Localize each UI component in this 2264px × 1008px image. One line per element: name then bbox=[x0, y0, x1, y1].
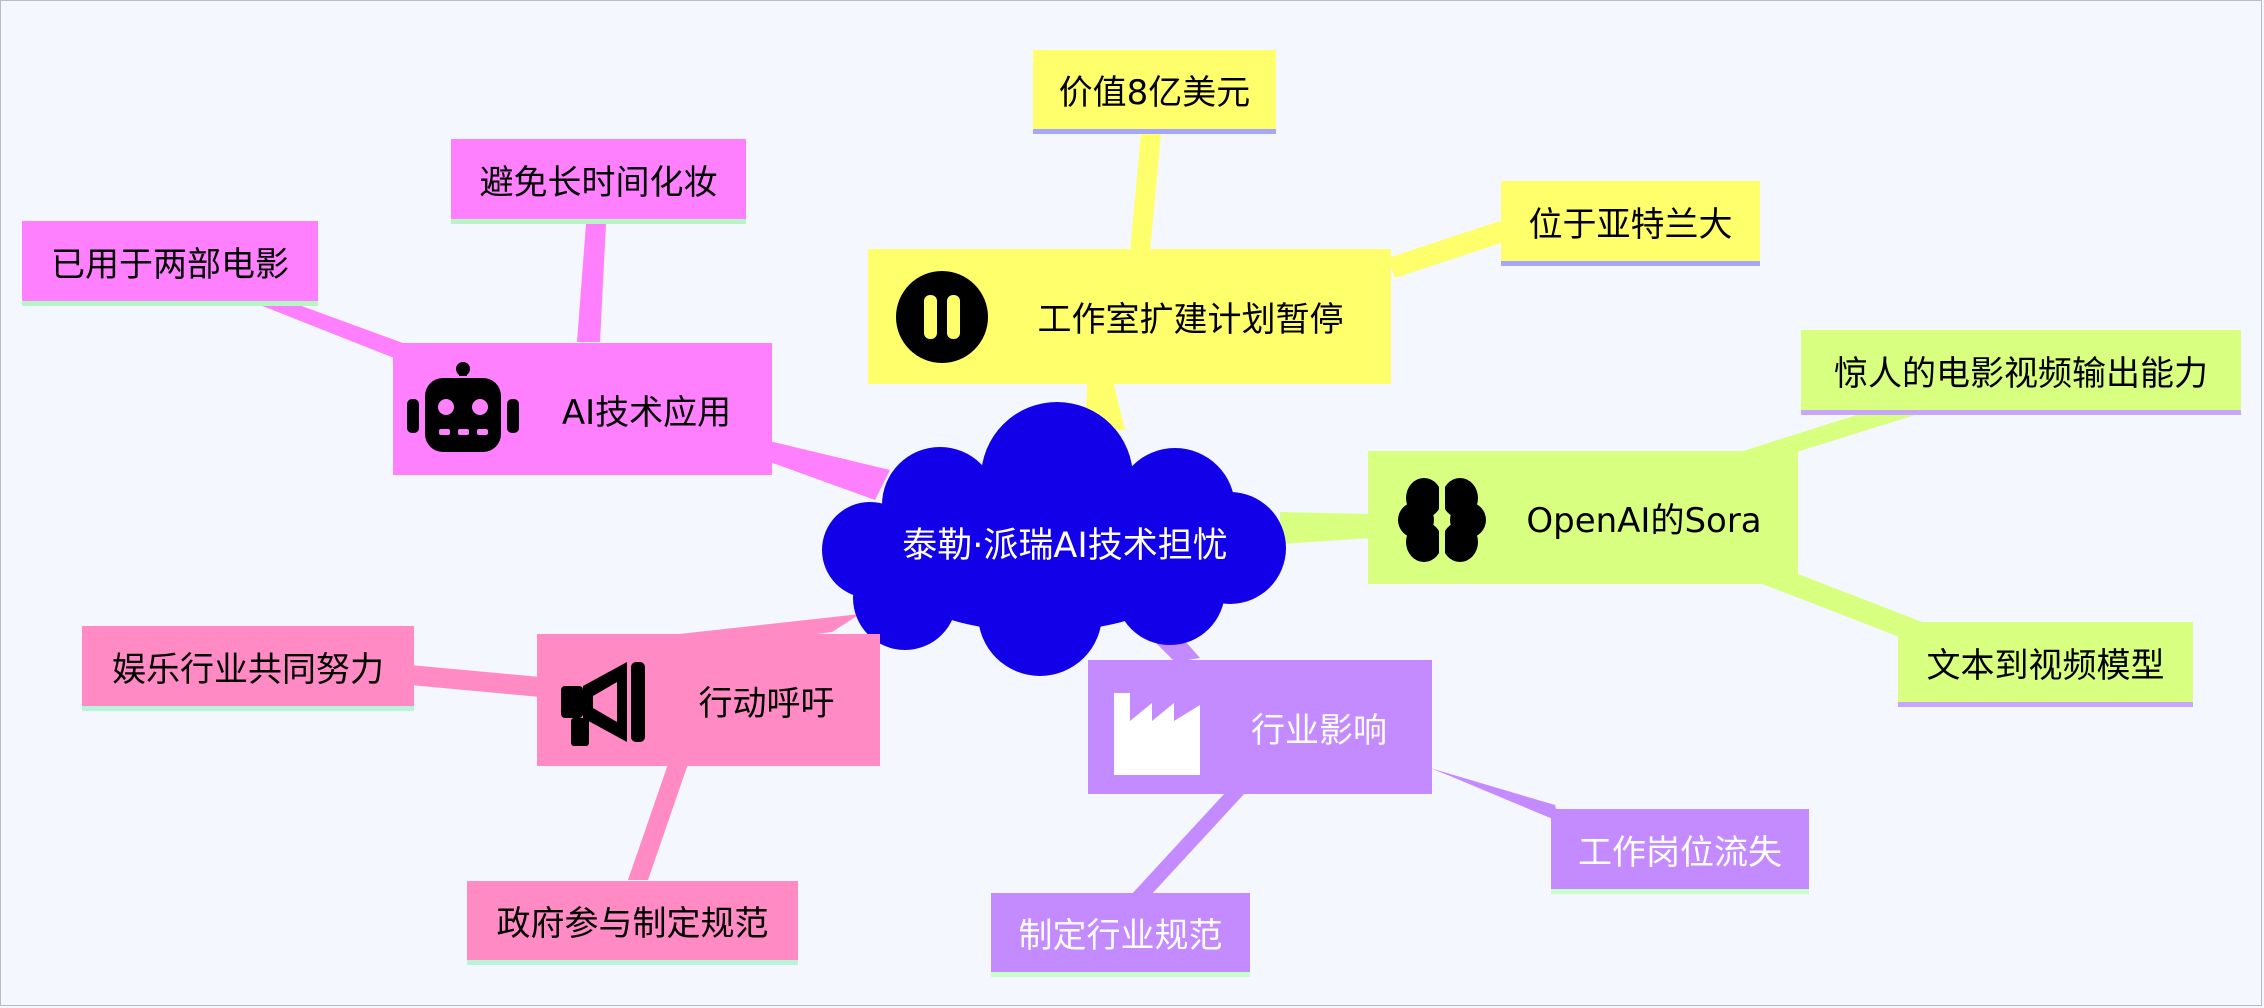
topic-ai-application[interactable]: AI技术应用 bbox=[393, 343, 772, 475]
leaf-studio-value[interactable]: 价值8亿美元 bbox=[1033, 50, 1276, 134]
pause-circle-icon bbox=[894, 269, 990, 365]
link-central-sora bbox=[1280, 512, 1372, 544]
leaf-sora-model[interactable]: 文本到视频模型 bbox=[1898, 622, 2193, 707]
link-ai-child-1 bbox=[577, 224, 606, 342]
leaf-industry-job-loss[interactable]: 工作岗位流失 bbox=[1551, 809, 1809, 894]
link-studio-child-2 bbox=[1388, 221, 1510, 278]
leaf-action-industry-effort[interactable]: 娱乐行业共同努力 bbox=[82, 626, 414, 711]
topic-call-to-action[interactable]: 行动呼吁 bbox=[537, 634, 880, 766]
topic-label: OpenAI的Sora bbox=[1526, 501, 1762, 541]
topic-openai-sora[interactable]: OpenAI的Sora bbox=[1368, 451, 1798, 584]
leaf-studio-location[interactable]: 位于亚特兰大 bbox=[1501, 181, 1760, 266]
leaf-ai-films[interactable]: 已用于两部电影 bbox=[22, 221, 318, 306]
factory-icon bbox=[1110, 679, 1206, 775]
leaf-ai-makeup[interactable]: 避免长时间化妆 bbox=[451, 139, 746, 224]
topic-industry-impact[interactable]: 行业影响 bbox=[1088, 660, 1432, 794]
link-industry-child-1 bbox=[1430, 768, 1560, 822]
megaphone-icon bbox=[557, 652, 653, 748]
link-action-child-2 bbox=[628, 764, 688, 880]
topic-label: 行业影响 bbox=[1251, 710, 1387, 751]
link-action-child-1 bbox=[410, 665, 540, 697]
link-ai-child-2 bbox=[250, 290, 427, 371]
topic-label: 工作室扩建计划暂停 bbox=[1037, 300, 1344, 340]
topic-studio-expansion[interactable]: 工作室扩建计划暂停 bbox=[868, 249, 1391, 384]
central-topic[interactable]: 泰勒·派瑞AI技术担忧 bbox=[902, 525, 1228, 566]
brain-icon bbox=[1394, 470, 1490, 566]
link-studio-child-1 bbox=[1130, 134, 1161, 252]
central-cloud-shape bbox=[822, 402, 1286, 676]
leaf-action-government[interactable]: 政府参与制定规范 bbox=[467, 881, 798, 965]
robot-icon bbox=[403, 361, 521, 457]
link-industry-child-2 bbox=[1130, 793, 1245, 896]
topic-label: 行动呼吁 bbox=[698, 683, 835, 724]
leaf-sora-capability[interactable]: 惊人的电影视频输出能力 bbox=[1801, 330, 2241, 415]
link-central-ai bbox=[765, 440, 890, 500]
topic-label: AI技术应用 bbox=[561, 392, 732, 433]
leaf-industry-regulation[interactable]: 制定行业规范 bbox=[991, 893, 1250, 977]
